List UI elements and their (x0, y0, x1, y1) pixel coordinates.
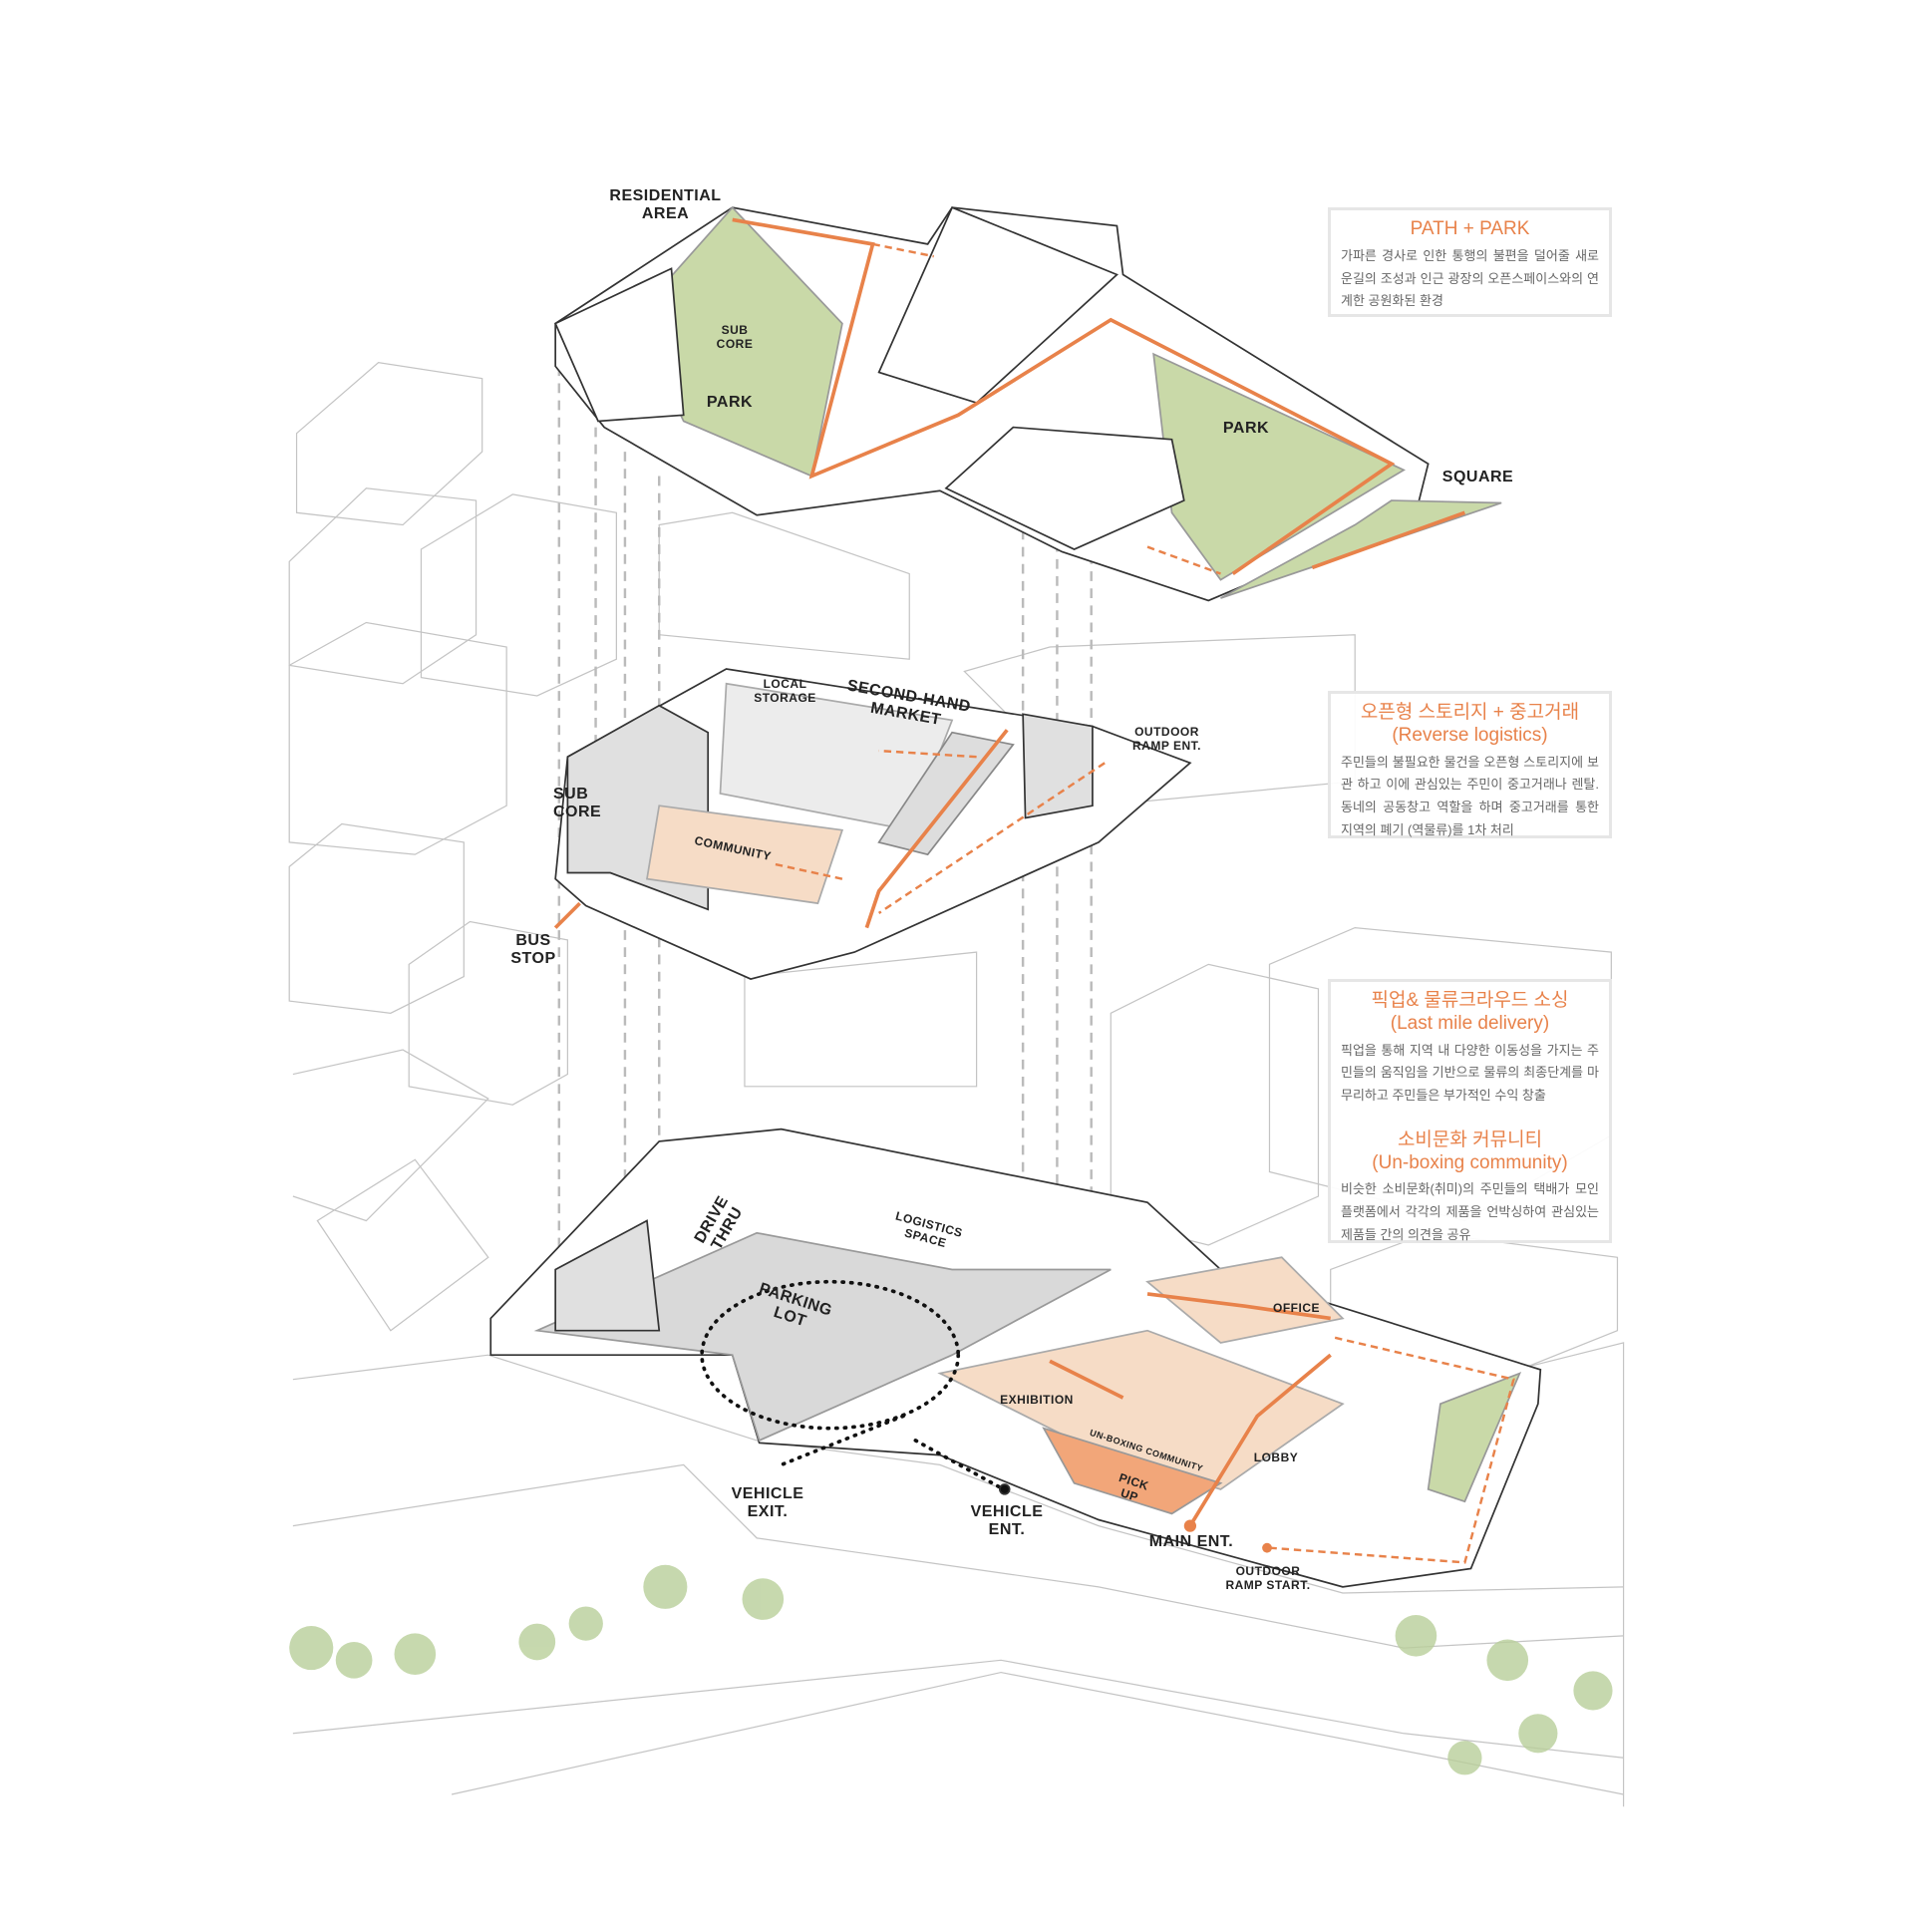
info-title: PATH + PARK (1410, 218, 1530, 239)
label-vehicle-ent: VEHICLE ENT. (970, 1503, 1044, 1539)
info-title: 오픈형 스토리지 + 중고거래 (1360, 702, 1580, 723)
label-local-storage: LOCAL STORAGE (754, 677, 816, 705)
label-sub-core-mid: SUB CORE (553, 786, 602, 821)
ground-level (489, 1127, 1542, 1588)
label-park-left: PARK (706, 394, 754, 411)
info-body-unboxing: 비슷한 소비문화(취미)의 주민들의 택배가 모인 플랫폼에서 각각의 제품을 … (1341, 1181, 1599, 1242)
info-box-reverse-logistics: 오픈형 스토리지 + 중고거래 (Reverse logistics) 주민들의… (1328, 691, 1612, 838)
info-title-unboxing: 소비문화 커뮤니티 (1397, 1128, 1543, 1150)
label-lobby: LOBBY (1253, 1450, 1299, 1464)
info-subtitle: (Reverse logistics) (1392, 724, 1548, 746)
label-vehicle-exit: VEHICLE EXIT. (731, 1485, 804, 1521)
info-body: 가파른 경사로 인한 통행의 불편을 덜어줄 새로운길의 조성과 인근 광장의 … (1341, 247, 1599, 309)
info-body: 픽업을 통해 지역 내 다양한 이동성을 가지는 주민들의 움직임을 기반으로 … (1341, 1042, 1599, 1104)
label-outdoor-ramp-start: OUTDOOR RAMP START. (1225, 1564, 1311, 1592)
label-outdoor-ramp-ent: OUTDOOR RAMP ENT. (1132, 725, 1201, 753)
label-park-right: PARK (1222, 420, 1270, 437)
label-square: SQUARE (1441, 469, 1514, 485)
info-subtitle-unboxing: (Un-boxing community) (1372, 1151, 1568, 1173)
trees (289, 1564, 1613, 1775)
info-subtitle: (Last mile delivery) (1390, 1012, 1550, 1034)
info-body: 주민들의 불필요한 물건을 오픈형 스토리지에 보관 하고 이에 관심있는 주민… (1341, 754, 1599, 837)
label-main-ent: MAIN ENT. (1148, 1533, 1234, 1550)
label-sub-core-roof: SUB CORE (716, 323, 754, 351)
middle-level (553, 668, 1192, 980)
label-residential-area: RESIDENTIAL AREA (609, 187, 722, 223)
label-exhibition: EXHIBITION (1000, 1393, 1074, 1407)
label-office: OFFICE (1273, 1301, 1320, 1315)
info-box-last-mile: 픽업& 물류크라우드 소싱 (Last mile delivery) 픽업을 통… (1328, 979, 1612, 1243)
info-box-path-park: PATH + PARK 가파른 경사로 인한 통행의 불편을 덜어줄 새로운길의… (1328, 207, 1612, 317)
roof-level (554, 205, 1502, 602)
info-title: 픽업& 물류크라우드 소싱 (1371, 990, 1569, 1011)
label-bus-stop: BUS STOP (510, 932, 556, 968)
